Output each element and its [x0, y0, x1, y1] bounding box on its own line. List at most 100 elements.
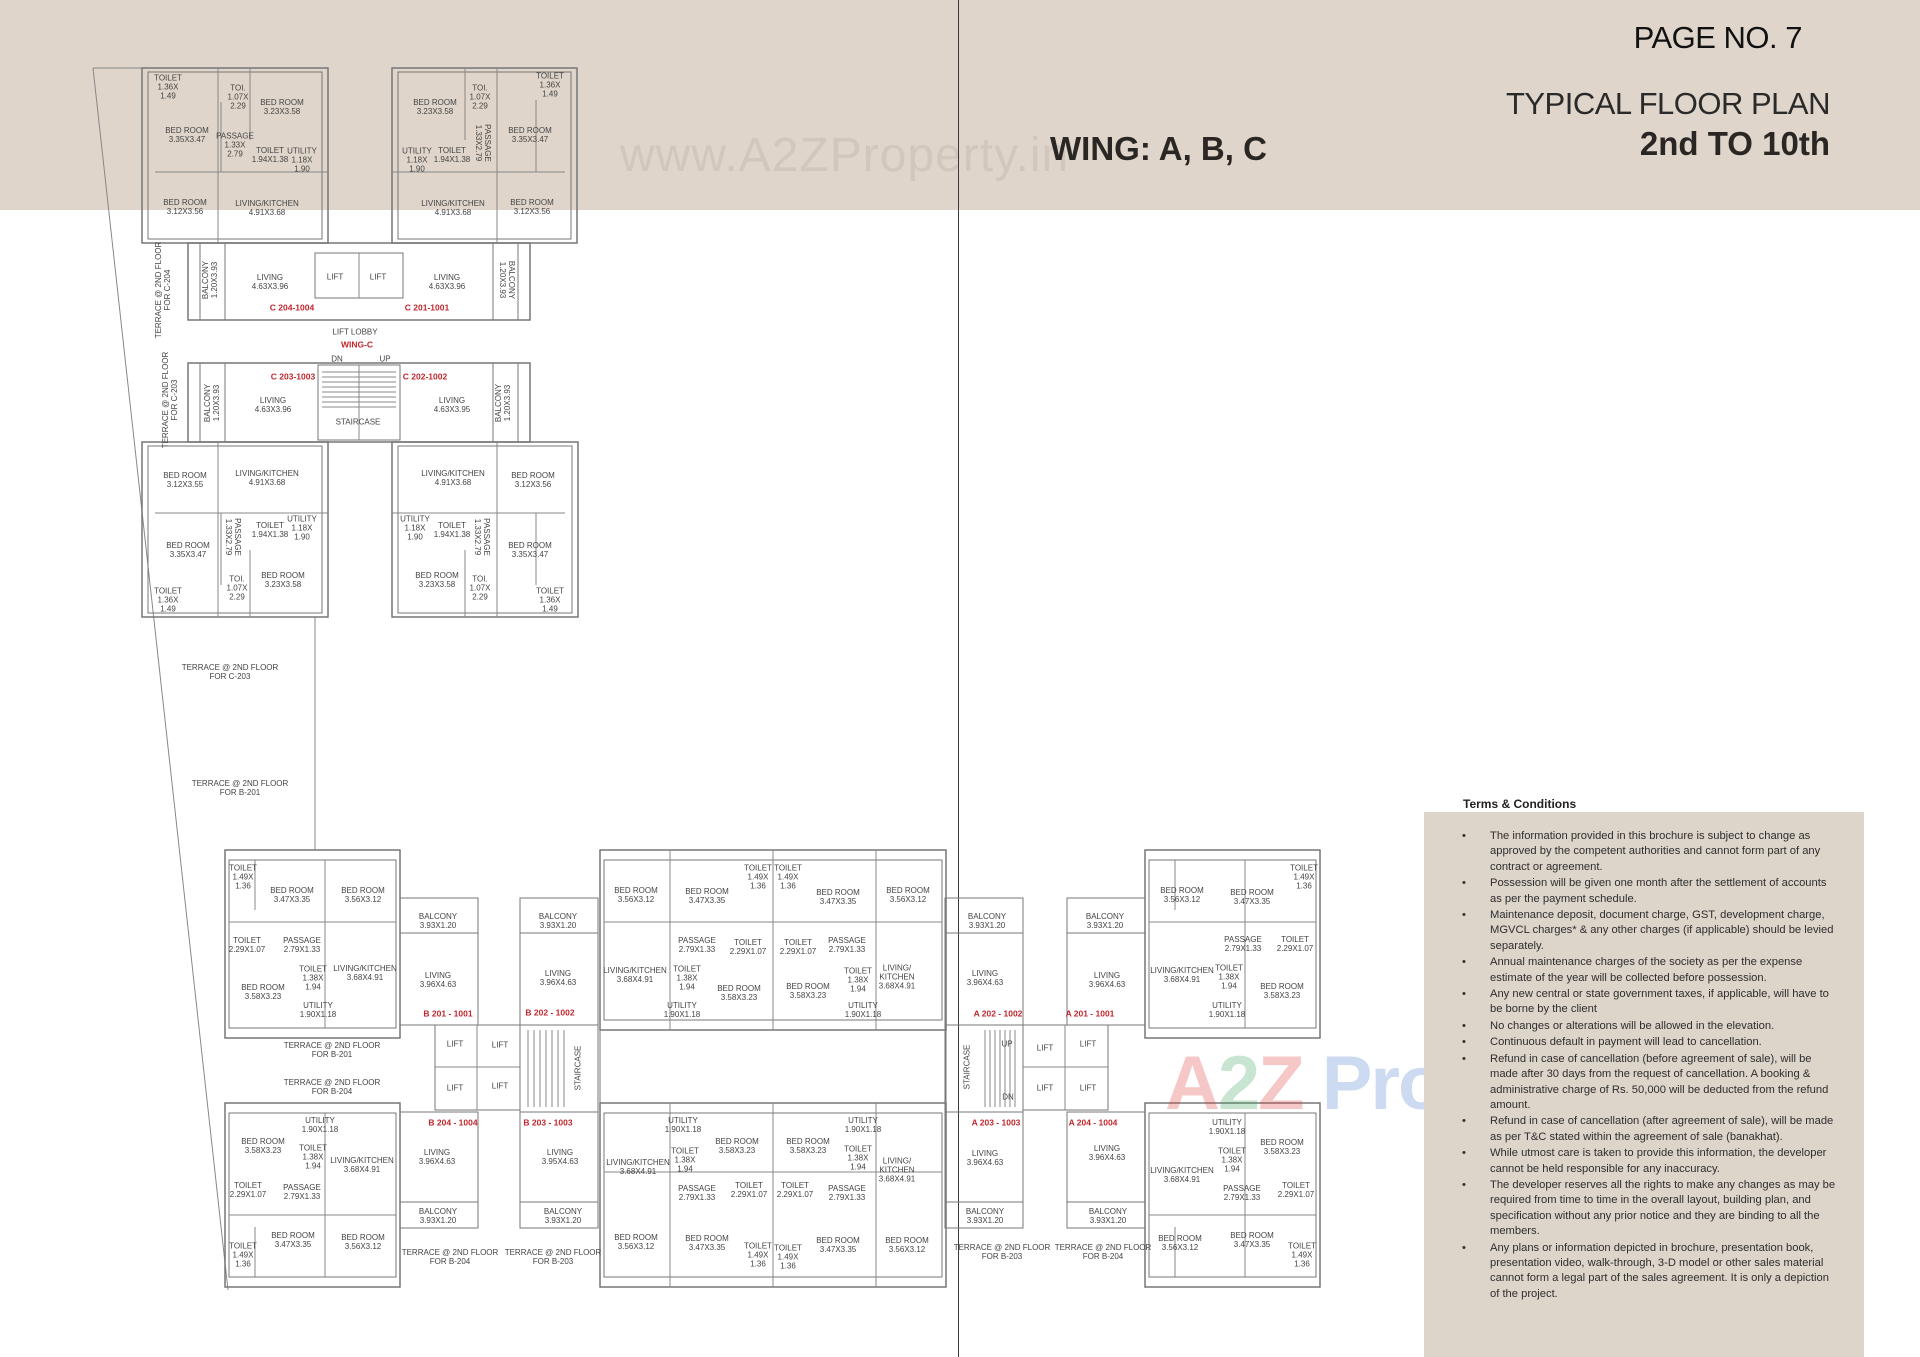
room-label: TOILET 1.38X 1.94	[844, 966, 872, 994]
unit-inner	[147, 71, 323, 240]
unit-inner	[1148, 1112, 1317, 1278]
bullet-icon: •	[1462, 1052, 1466, 1065]
room-label: LIVING/KITCHEN 3.68X4.91	[333, 964, 397, 982]
room-label: BED ROOM 3.47X3.35	[1230, 888, 1274, 906]
room-label: TOILET 1.94X1.38	[251, 521, 289, 539]
room-label: TOILET 1.38X 1.94	[1215, 963, 1243, 991]
room-label: STAIRCASE	[335, 417, 381, 427]
bullet-icon: •	[1462, 909, 1466, 922]
room-label: LIFT LOBBY	[332, 327, 378, 337]
staircase	[519, 1024, 599, 1113]
terms-item: •No changes or alterations will be allow…	[1462, 1019, 1840, 1034]
terms-item-text: No changes or alterations will be allowe…	[1490, 1019, 1775, 1032]
room-label: TOILET 2.29X1.07	[228, 936, 266, 954]
bullet-icon: •	[1462, 956, 1466, 969]
room-label: UTILITY 1.90X1.18	[301, 1116, 339, 1134]
room-label: LIFT	[491, 1040, 509, 1050]
room-label: TOILET 1.49X 1.36	[229, 1241, 257, 1269]
staircase	[944, 1024, 1024, 1113]
bullet-icon: •	[1462, 877, 1466, 890]
room-label: LIVING 3.96X4.63	[966, 969, 1004, 987]
bullet-icon: •	[1462, 1241, 1466, 1254]
room-label: PASSAGE 1.33X2.79	[473, 518, 491, 556]
room-label: TOI. 1.07X 2.29	[227, 83, 249, 111]
room-label: LIVING/KITCHEN 4.91X3.68	[235, 199, 299, 217]
room-label: BED ROOM 3.56X3.12	[341, 886, 385, 904]
room-label: TOI. 1.07X 2.29	[469, 574, 491, 602]
unit-number: B 201 - 1001	[423, 1008, 473, 1019]
room-label: LIVING/KITCHEN 4.91X3.68	[421, 199, 485, 217]
room-label: BALCONY 3.93X1.20	[418, 912, 458, 930]
room-label: BALCONY 3.93X1.20	[418, 1207, 458, 1225]
room-label: LIVING/ KITCHEN 3.68X4.91	[878, 963, 916, 991]
unit-inner	[228, 1112, 397, 1278]
room-label: BED ROOM 3.56X3.12	[1158, 1234, 1202, 1252]
room-label: LIVING/KITCHEN 4.91X3.68	[421, 469, 485, 487]
room-label: BED ROOM 3.47X3.35	[816, 888, 860, 906]
terms-item: •Any new central or state government tax…	[1462, 987, 1840, 1018]
terrace-label: TERRACE @ 2ND FLOOR FOR C-204	[154, 241, 172, 339]
room-label: BALCONY 3.93X1.20	[1088, 1207, 1128, 1225]
room-label: BED ROOM 3.12X3.56	[163, 198, 207, 216]
room-label: LIFT	[446, 1083, 464, 1093]
room-label: BED ROOM 3.47X3.35	[270, 886, 314, 904]
unit-number: A 203 - 1003	[971, 1117, 1021, 1128]
terrace-label: TERRACE @ 2ND FLOOR FOR B-204	[401, 1248, 499, 1266]
room-label: TOILET 1.38X 1.94	[671, 1146, 699, 1174]
room-label: UTILITY 1.90X1.18	[663, 1001, 701, 1019]
terms-item: • Possession will be given one month afte…	[1462, 876, 1840, 907]
terrace-label: TERRACE @ 2ND FLOOR FOR B-201	[283, 1041, 381, 1059]
terms-item-text: Possession will be given one month after…	[1490, 877, 1827, 905]
balcony	[199, 242, 226, 321]
room-label: BED ROOM 3.58X3.23	[717, 984, 761, 1002]
room-label: TOILET 2.29X1.07	[730, 1181, 768, 1199]
room-label: TOILET 2.29X1.07	[229, 1181, 267, 1199]
room-label: BED ROOM 3.47X3.35	[685, 887, 729, 905]
terms-item-text: The information provided in this brochur…	[1490, 830, 1821, 873]
room-label: TOILET 1.38X 1.94	[673, 964, 701, 992]
unit-inner	[228, 859, 397, 1029]
room-label: BED ROOM 3.23X3.58	[415, 571, 459, 589]
room-label: BED ROOM 3.35X3.47	[508, 541, 552, 559]
room-label: BED ROOM 3.58X3.23	[1260, 982, 1304, 1000]
unit-number: C 201-1001	[404, 302, 450, 313]
room-label: TOILET 1.49X 1.36	[1290, 863, 1318, 891]
room-label: LIVING 4.63X3.96	[254, 396, 292, 414]
room-label: TOILET 1.49X 1.36	[229, 863, 257, 891]
terms-item: •Continuous default in payment will lead…	[1462, 1035, 1840, 1050]
room-label: UTILITY 1.90X1.18	[1208, 1118, 1246, 1136]
room-label: BED ROOM 3.58X3.23	[786, 982, 830, 1000]
room-label: DN	[1002, 1092, 1014, 1102]
room-label: UTILITY 1.90X1.18	[844, 1001, 882, 1019]
terrace-boundary	[92, 67, 229, 1291]
room-label: TOILET 1.38X 1.94	[299, 964, 327, 992]
room-label: LIVING 4.63X3.96	[428, 273, 466, 291]
bullet-icon: •	[1462, 988, 1466, 1001]
room-label: BED ROOM 3.56X3.12	[614, 886, 658, 904]
room-label: WING-C	[340, 339, 374, 350]
room-label: LIFT	[1079, 1083, 1097, 1093]
room-label: PASSAGE 2.79X1.33	[1224, 935, 1262, 953]
room-label: BED ROOM 3.58X3.23	[241, 1137, 285, 1155]
unit-number: C 202-1002	[402, 371, 448, 382]
page-divider	[958, 0, 959, 1357]
room-label: BALCONY 3.93X1.20	[967, 912, 1007, 930]
terrace-label: TERRACE @ 2ND FLOOR FOR B-201	[191, 779, 289, 797]
room-label: BALCONY 1.20X3.93	[498, 260, 516, 300]
room-label: PASSAGE 1.33X 2.79	[216, 131, 254, 159]
room-label: PASSAGE 2.79X1.33	[828, 1184, 866, 1202]
room-label: TOILET 1.49X 1.36	[774, 863, 802, 891]
unit-number: B 204 - 1004	[428, 1117, 478, 1128]
room-label: BALCONY 1.20X3.93	[494, 383, 512, 423]
room-label: TOILET 1.49X 1.36	[774, 1243, 802, 1271]
room-label: BED ROOM 3.56X3.12	[1160, 886, 1204, 904]
room-label: BED ROOM 3.35X3.47	[508, 126, 552, 144]
room-label: UP	[379, 354, 391, 364]
room-label: BALCONY 3.93X1.20	[965, 1207, 1005, 1225]
room-label: PASSAGE 1.33X2.79	[474, 124, 492, 162]
room-label: UTILITY 1.18X 1.90	[287, 514, 317, 542]
room-label: TOILET 2.29X1.07	[779, 938, 817, 956]
room-label: DN	[331, 354, 343, 364]
plan-title: TYPICAL FLOOR PLAN	[1505, 86, 1831, 121]
room-label: LIVING 3.96X4.63	[966, 1149, 1004, 1167]
